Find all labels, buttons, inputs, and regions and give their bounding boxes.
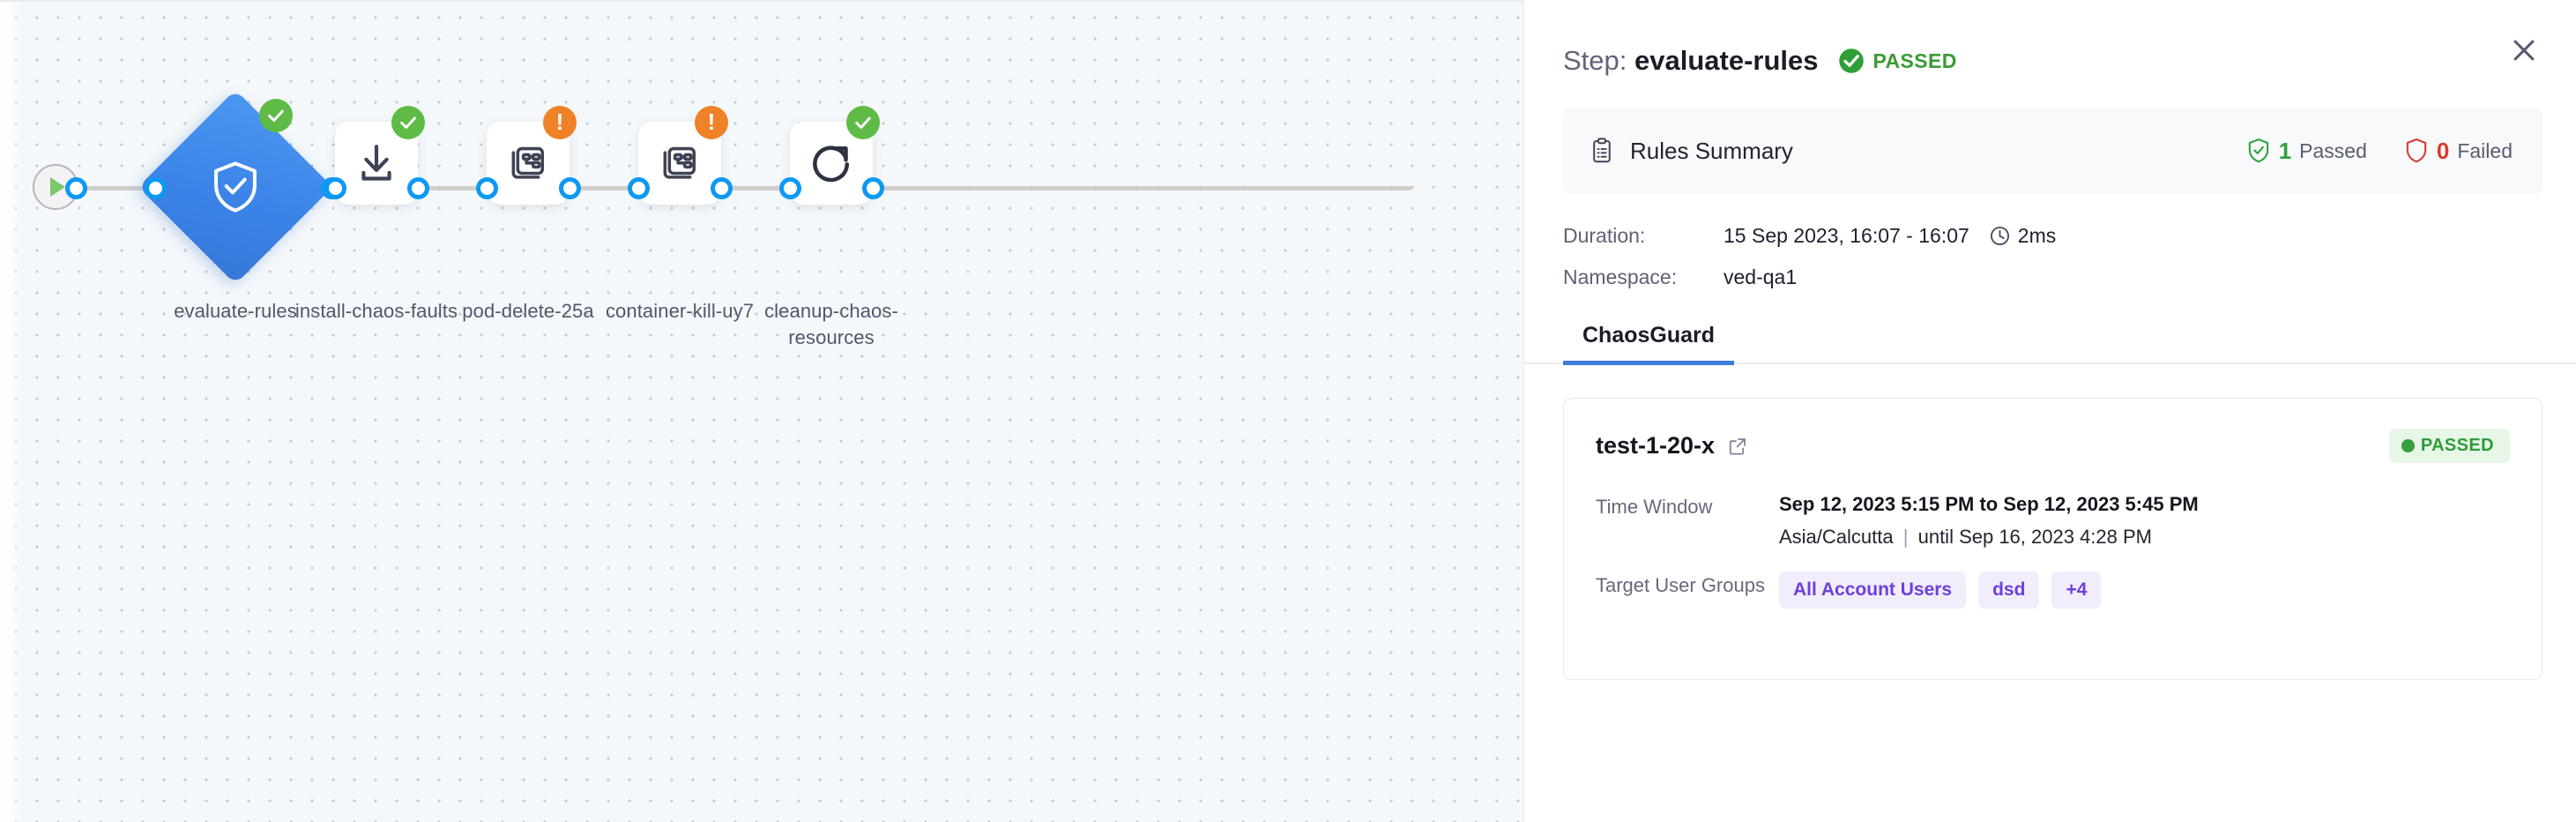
- pipeline-node-install-chaos-faults[interactable]: [335, 106, 425, 205]
- node-status-badge-success: [391, 106, 425, 139]
- rules-summary-label: Rules Summary: [1630, 137, 1793, 164]
- panel-header: Step: evaluate-rules PASSED: [1524, 0, 2576, 81]
- shield-outline-icon: [2404, 138, 2429, 164]
- time-window-key: Time Window: [1596, 496, 1713, 518]
- exclamation-glyph: !: [707, 108, 716, 135]
- port-container-kill-uy7-in[interactable]: [628, 177, 650, 199]
- rules-summary-title: Rules Summary: [1590, 138, 1793, 165]
- panel-tabs: ChaosGuard: [1524, 309, 2576, 365]
- meta-row-namespace: Namespace: ved-qa1: [1563, 265, 2537, 289]
- page-title: Step: evaluate-rules: [1563, 45, 1819, 77]
- namespace-value: ved-qa1: [1724, 265, 1798, 288]
- time-window-subline: Asia/Calcutta | until Sep 16, 2023 4:28 …: [1779, 526, 2199, 549]
- group-chip-overflow[interactable]: +4: [2051, 572, 2102, 609]
- port-cleanup-chaos-resources-out[interactable]: [862, 177, 884, 199]
- pipeline-node-evaluate-rules[interactable]: [138, 89, 333, 285]
- connector-rail-6: [1000, 186, 1247, 191]
- group-chip[interactable]: All Account Users: [1779, 572, 1967, 609]
- duration-value-group: 15 Sep 2023, 16:07 - 16:07 2ms: [1724, 224, 2056, 248]
- node-label-pod-delete-25a: pod-delete-25a: [462, 300, 594, 322]
- status-text: PASSED: [1872, 49, 1957, 72]
- result-name: test-1-20-x: [1596, 432, 1716, 459]
- result-row-time-window: Time Window Sep 12, 2023 5:15 PM to Sep …: [1596, 493, 2510, 549]
- result-name-group: test-1-20-x: [1596, 432, 1748, 460]
- port-pod-delete-25a-in[interactable]: [476, 177, 498, 199]
- node-status-badge-warning: !: [695, 106, 728, 139]
- download-icon: [354, 141, 398, 185]
- node-label-install-chaos-faults: install-chaos-faults: [294, 300, 458, 322]
- group-chip[interactable]: dsd: [1978, 572, 2040, 609]
- connector-rail-1: [74, 186, 168, 191]
- port-start-out[interactable]: [65, 177, 87, 199]
- result-row-target-user-groups: Target User Groups All Account Users dsd…: [1596, 572, 2510, 609]
- pipeline-canvas[interactable]: evaluate-rules install-cha: [0, 0, 1523, 822]
- duration-elapsed-group: 2ms: [1989, 224, 2056, 248]
- play-icon: [50, 177, 65, 197]
- namespace-key: Namespace:: [1563, 265, 1678, 288]
- pipeline-node-container-kill-uy7[interactable]: !: [638, 106, 728, 205]
- shield-check-icon: [138, 90, 332, 284]
- time-window-value: Sep 12, 2023 5:15 PM to Sep 12, 2023 5:4…: [1779, 493, 2199, 515]
- panel-title-prefix: Step:: [1563, 45, 1627, 76]
- close-icon[interactable]: [2504, 30, 2544, 71]
- check-circle-icon: [1838, 48, 1865, 74]
- rules-summary-card: Rules Summary 1 Passed: [1563, 108, 2542, 194]
- clock-icon: [1989, 225, 2011, 247]
- target-groups-chips: All Account Users dsd +4: [1779, 572, 2102, 609]
- panel-step-name: evaluate-rules: [1634, 45, 1819, 76]
- refresh-icon: [808, 140, 854, 186]
- duration-value: 15 Sep 2023, 16:07 - 16:07: [1724, 224, 1969, 247]
- port-install-chaos-faults-out[interactable]: [407, 177, 429, 199]
- rules-failed-label: Failed: [2457, 138, 2513, 162]
- result-status-badge: PASSED: [2388, 429, 2510, 463]
- timezone-value: Asia/Calcutta: [1779, 526, 1894, 548]
- chaos-fault-icon: [658, 141, 702, 185]
- rules-summary-counts: 1 Passed 0 Failed: [2246, 138, 2513, 165]
- step-meta: Duration: 15 Sep 2023, 16:07 - 16:07 2ms: [1563, 224, 2537, 289]
- time-window-value-group: Sep 12, 2023 5:15 PM to Sep 12, 2023 5:4…: [1779, 493, 2199, 549]
- separator: |: [1902, 526, 1909, 548]
- node-status-badge-success: [259, 99, 293, 132]
- duration-elapsed: 2ms: [2017, 224, 2057, 247]
- rules-passed-group: 1 Passed: [2246, 138, 2367, 165]
- tab-chaosguard[interactable]: ChaosGuard: [1563, 309, 1735, 365]
- time-window-until: until Sep 16, 2023 4:28 PM: [1917, 526, 2153, 548]
- result-status-text: PASSED: [2420, 436, 2494, 455]
- rules-passed-label: Passed: [2299, 138, 2367, 162]
- port-container-kill-uy7-out[interactable]: [711, 177, 733, 199]
- chaos-fault-icon: [506, 141, 550, 185]
- rules-failed-group: 0 Failed: [2404, 138, 2513, 165]
- port-evaluate-rules-in[interactable]: [145, 177, 167, 199]
- result-card-header: test-1-20-x PASSED: [1596, 429, 2510, 463]
- step-details-panel: Step: evaluate-rules PASSED: [1523, 0, 2576, 822]
- port-install-chaos-faults-in[interactable]: [324, 177, 346, 199]
- status-badge: PASSED: [1838, 48, 1957, 74]
- result-detail-rows: Time Window Sep 12, 2023 5:15 PM to Sep …: [1596, 493, 2510, 609]
- node-label-container-kill-uy7: container-kill-uy7: [605, 300, 755, 322]
- node-status-badge-warning: !: [543, 106, 577, 139]
- shield-check-icon: [2246, 138, 2271, 164]
- connector-rail-5: [848, 186, 1095, 191]
- pipeline-node-pod-delete-25a[interactable]: !: [487, 106, 577, 205]
- node-label-cleanup-chaos-resources: cleanup-chaos-resources: [764, 300, 898, 348]
- external-link-icon[interactable]: [1727, 436, 1748, 457]
- node-label-evaluate-rules: evaluate-rules: [174, 300, 297, 322]
- connector-rail-7: [1245, 186, 1412, 191]
- rules-passed-count: 1: [2278, 137, 2292, 164]
- meta-row-duration: Duration: 15 Sep 2023, 16:07 - 16:07 2ms: [1563, 224, 2537, 248]
- duration-key: Duration:: [1563, 224, 1646, 247]
- status-dot-icon: [2401, 439, 2415, 452]
- pipeline-node-cleanup-chaos-resources[interactable]: [790, 106, 880, 205]
- clipboard-icon: [1590, 138, 1614, 164]
- chaosguard-result-card: test-1-20-x PASSED Time W: [1563, 398, 2542, 680]
- exclamation-glyph: !: [555, 108, 564, 135]
- pipeline-graph: evaluate-rules install-cha: [0, 2, 1523, 822]
- target-groups-key: Target User Groups: [1596, 574, 1765, 596]
- port-cleanup-chaos-resources-in[interactable]: [779, 177, 801, 199]
- node-status-badge-success: [846, 106, 880, 139]
- port-pod-delete-25a-out[interactable]: [559, 177, 581, 199]
- rules-failed-count: 0: [2436, 137, 2450, 164]
